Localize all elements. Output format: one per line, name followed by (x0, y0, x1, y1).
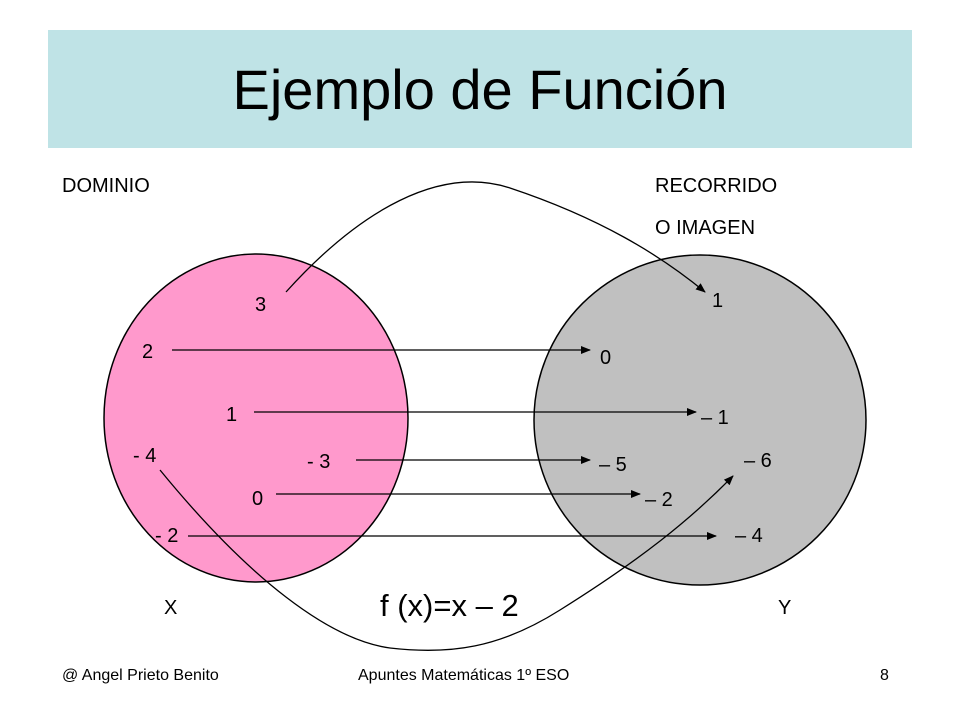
footer-course: Apuntes Matemáticas 1º ESO (358, 667, 570, 684)
title-bar: Ejemplo de Función (48, 30, 912, 148)
set-x-label: X (164, 597, 178, 619)
domain-value-1: 1 (226, 404, 238, 426)
arrow-3-to-1 (285, 181, 706, 293)
slide-title: Ejemplo de Función (232, 57, 728, 121)
domain-value-minus3: - 3 (307, 451, 331, 473)
footer-page-number: 8 (880, 667, 889, 684)
arrow-minus4-to-minus6 (159, 469, 734, 652)
domain-value-3: 3 (255, 294, 267, 316)
range-value-minus5: – 5 (599, 454, 627, 476)
range-set-ellipse (533, 254, 867, 586)
range-value-minus4: – 4 (735, 525, 763, 547)
set-y-label: Y (778, 597, 792, 619)
domain-value-minus4: - 4 (133, 445, 157, 467)
range-label-line1: RECORRIDO (655, 175, 778, 197)
range-value-minus1: – 1 (701, 407, 729, 429)
function-formula: f (x)=x – 2 (380, 588, 519, 623)
domain-value-minus2: - 2 (155, 525, 179, 547)
range-value-0: 0 (600, 347, 612, 369)
range-value-1: 1 (712, 290, 724, 312)
domain-set-ellipse (103, 253, 409, 583)
range-value-minus6: – 6 (744, 450, 772, 472)
footer-author: @ Angel Prieto Benito (62, 667, 219, 684)
domain-label: DOMINIO (62, 175, 150, 197)
range-value-minus2: – 2 (645, 489, 673, 511)
range-label-line2: O IMAGEN (655, 217, 756, 239)
domain-value-2: 2 (142, 341, 154, 363)
domain-value-0: 0 (252, 488, 264, 510)
